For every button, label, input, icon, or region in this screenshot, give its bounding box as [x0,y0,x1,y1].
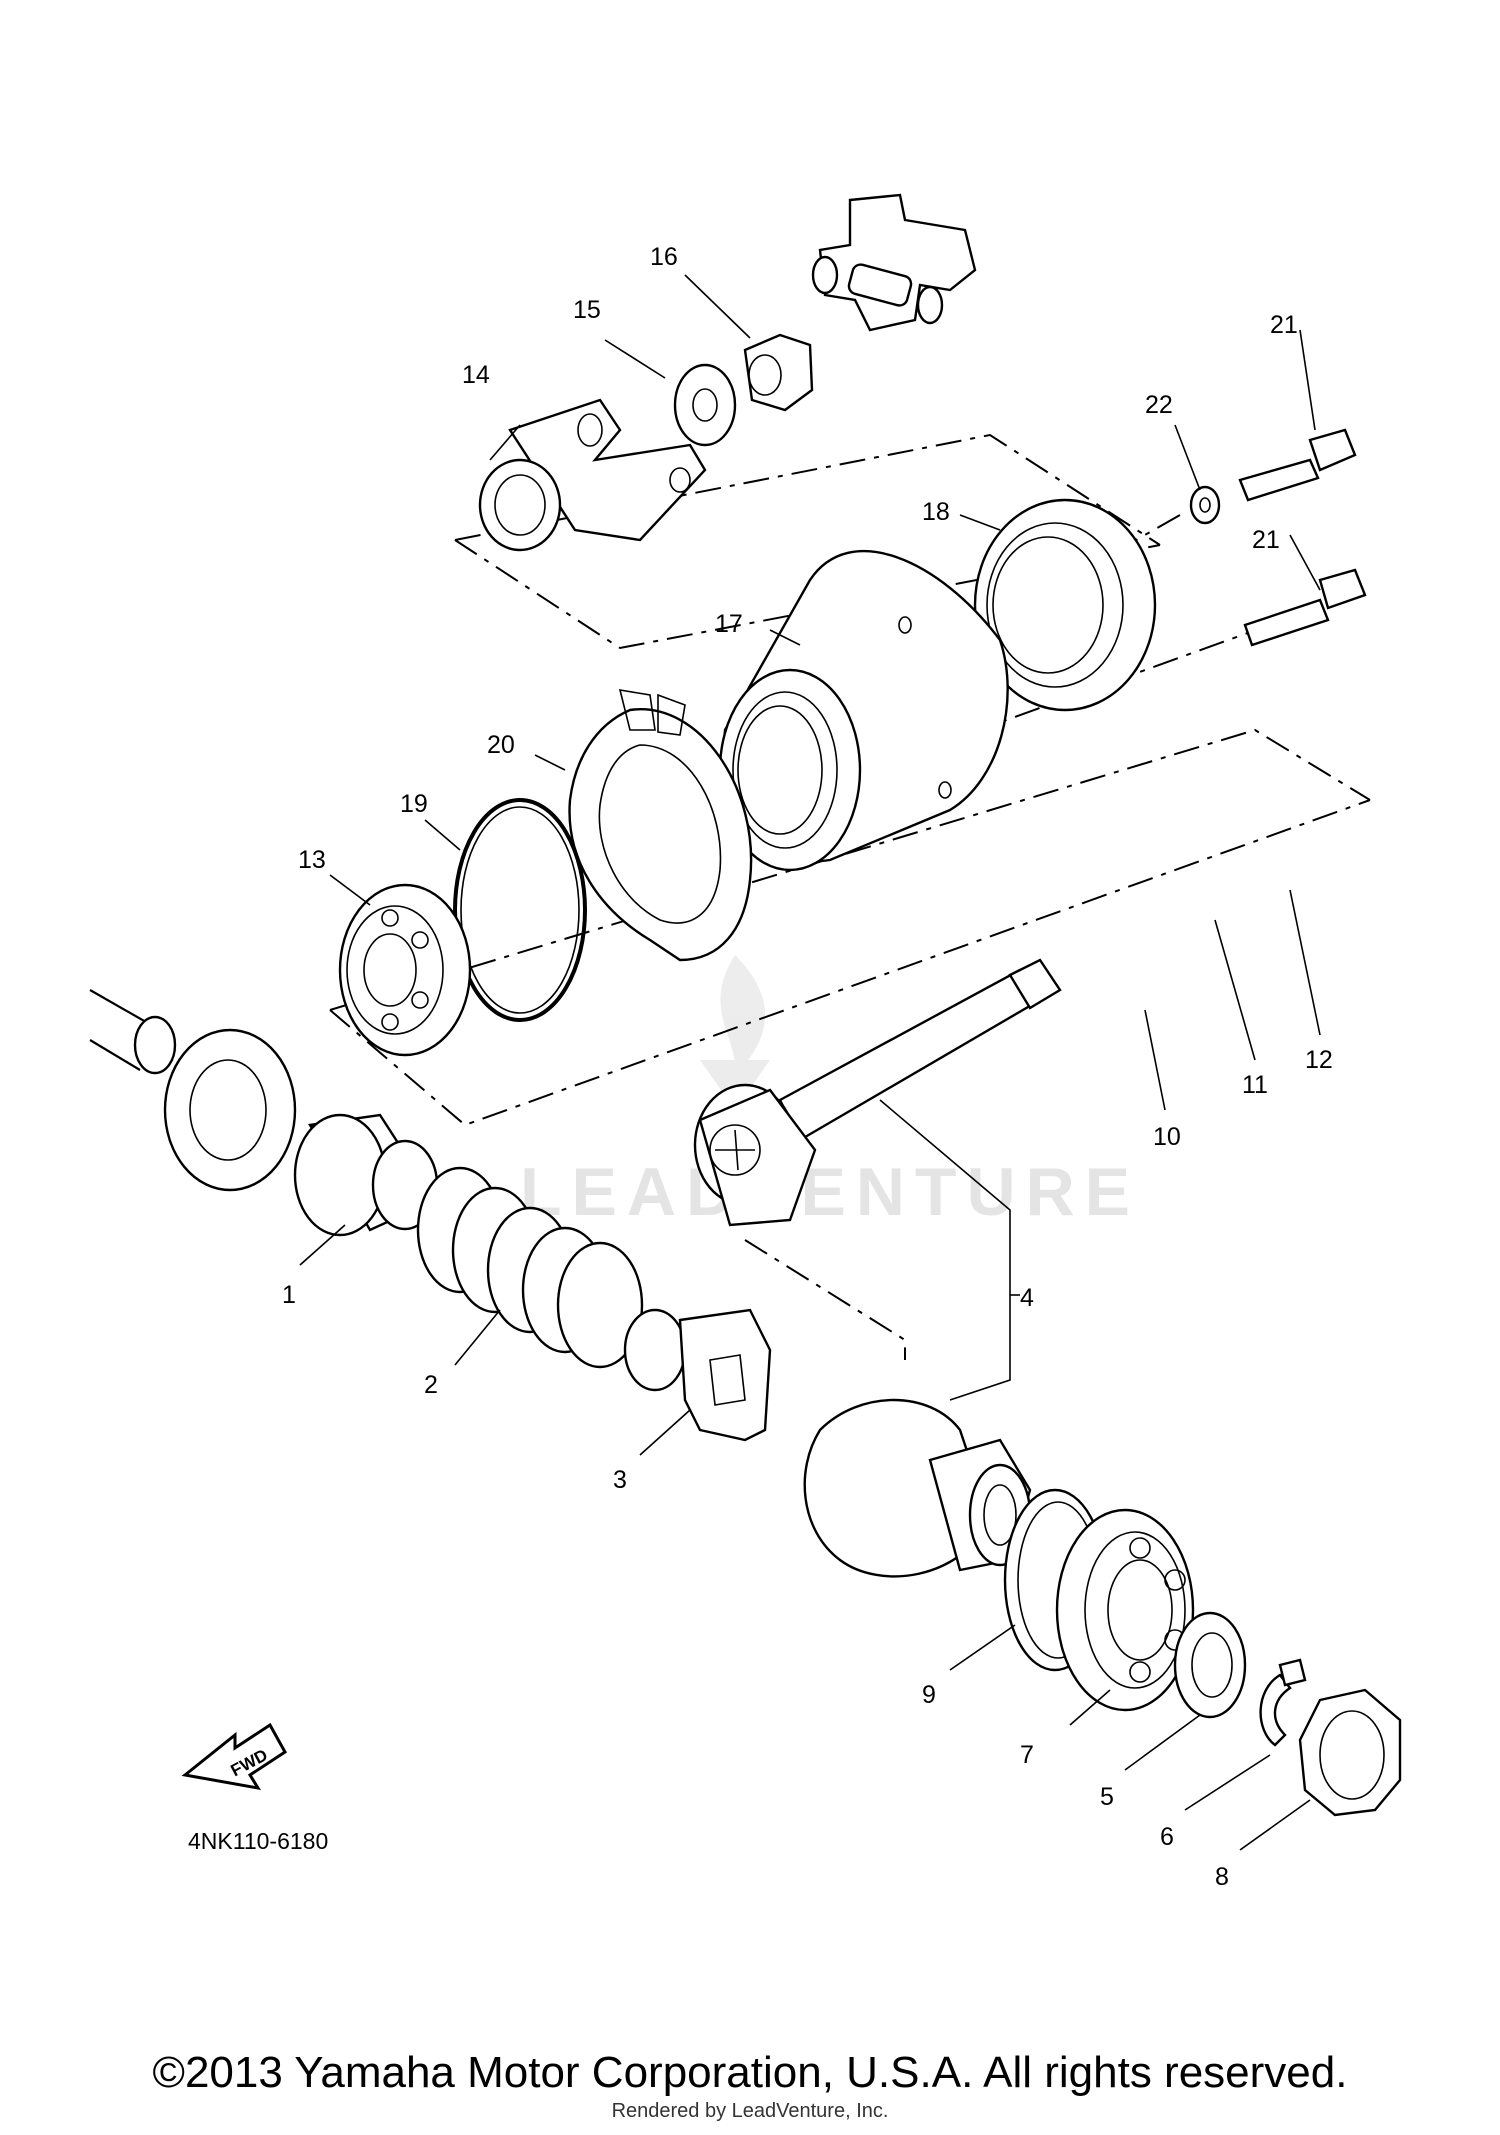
callout-8: 8 [1215,1863,1229,1891]
callout-7: 7 [1020,1741,1034,1769]
part-14-yoke [478,398,707,552]
callout-18: 18 [922,498,950,526]
callout-4: 4 [1020,1284,1034,1312]
callout-19: 19 [400,790,428,818]
part-20-lock-plate [568,689,753,962]
part-18-housing-ring [973,498,1157,712]
callout-22: 22 [1145,391,1173,419]
part-21-bolt-lower [1243,568,1367,647]
part-13-bearing [338,883,472,1057]
part-17-housing [718,550,1009,872]
part-1-sleeve [293,1113,439,1237]
callout-2: 2 [424,1371,438,1399]
part-7-bearing [1055,1508,1195,1712]
forward-arrow-icon [181,1722,287,1791]
part-3-cam [623,1308,772,1442]
watermark-text: LEADVENTURE [520,1154,1140,1230]
callout-20: 20 [487,731,515,759]
shaft-stub-left [89,989,177,1075]
callout-numbers: 1 2 3 4 5 6 7 8 9 10 11 12 13 14 15 16 1… [282,243,1333,1891]
universal-joint-cross [811,193,977,332]
part-8-nut [1298,1688,1402,1817]
callout-17: 17 [715,610,743,638]
part-15-washer [673,363,737,447]
rendered-by-notice: Rendered by LeadVenture, Inc. [611,2100,889,2122]
part-22-washer [1189,485,1221,525]
copyright-notice: ©2013 Yamaha Motor Corporation, U.S.A. A… [152,2048,1348,2097]
callout-13: 13 [298,846,326,874]
seal-left [163,1028,297,1192]
callout-14: 14 [462,361,490,389]
callout-5: 5 [1100,1783,1114,1811]
callout-15: 15 [573,296,601,324]
part-21-bolt-upper [1238,428,1357,502]
part-16-nut [743,333,814,412]
part-4-pinion-shaft [693,958,1062,1227]
callout-10: 10 [1153,1123,1181,1151]
leader-lines [299,274,1321,1851]
callout-6: 6 [1160,1823,1174,1851]
watermark: LEADVENTURE [520,955,1140,1230]
callout-12: 12 [1305,1046,1333,1074]
callout-1: 1 [282,1281,296,1309]
callout-3: 3 [613,1466,627,1494]
callout-11: 11 [1242,1071,1268,1099]
callout-9: 9 [922,1681,936,1709]
callout-16: 16 [650,243,678,271]
forward-direction-indicator: FWD [181,1722,287,1791]
catalog-code: 4NK110-6180 [188,1828,329,1854]
callout-21-upper: 21 [1270,311,1298,339]
part-5-washer [1173,1611,1247,1719]
part-6-lock-washer [1259,1658,1307,1747]
part-2-spring [416,1166,644,1369]
ring-gear [803,1398,1032,1578]
callout-21-lower: 21 [1252,526,1280,554]
part-19-o-ring [453,798,587,1022]
